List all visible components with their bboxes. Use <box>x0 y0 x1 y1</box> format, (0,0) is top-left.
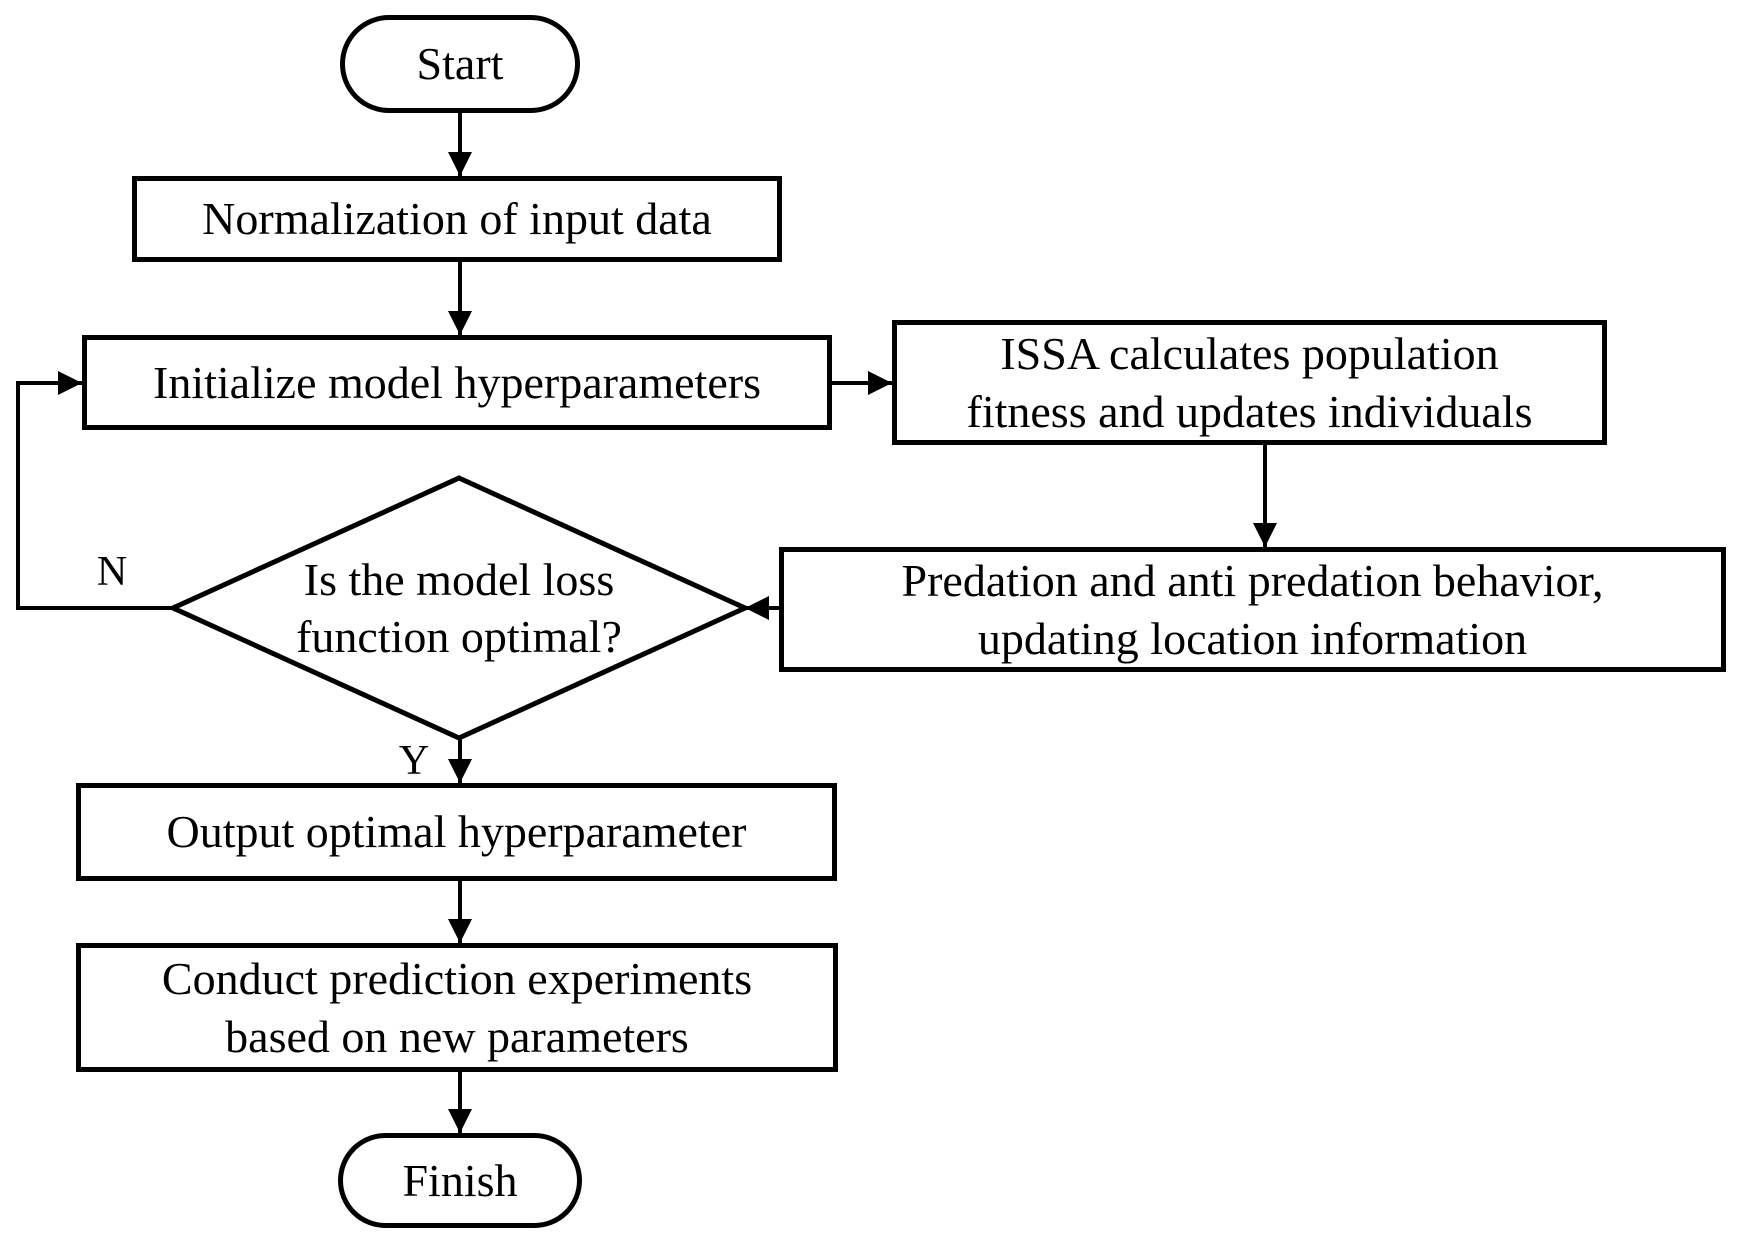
output-node-label: Output optimal hyperparameter <box>166 806 747 858</box>
issa-fitness-node: ISSA calculates population fitness and u… <box>892 320 1607 445</box>
decision-node: Is the model loss function optimal? <box>259 545 659 671</box>
issa-node-line2: fitness and updates individuals <box>966 385 1533 437</box>
conduct-node-line1: Conduct prediction experiments <box>161 953 753 1005</box>
start-node-label: Start <box>416 38 504 90</box>
start-node: Start <box>340 15 580 113</box>
initialize-node-label: Initialize model hyperparameters <box>153 356 761 408</box>
conduct-experiments-node: Conduct prediction experiments based on … <box>76 943 838 1072</box>
finish-node-label: Finish <box>402 1154 518 1206</box>
predation-node-line2: updating location information <box>977 612 1528 664</box>
predation-node-line1: Predation and anti predation behavior, <box>901 555 1604 607</box>
normalization-node: Normalization of input data <box>132 176 782 262</box>
decision-yes-edge-label: Y <box>398 738 430 784</box>
issa-node-line1: ISSA calculates population <box>1000 328 1499 380</box>
predation-behavior-node: Predation and anti predation behavior, u… <box>779 547 1726 672</box>
decision-diamond-shape <box>166 475 752 741</box>
decision-node-line1: Is the model loss <box>303 553 615 605</box>
finish-node: Finish <box>338 1133 582 1228</box>
arrow-decision-no-feedback-to-initialize <box>16 371 173 610</box>
normalization-node-label: Normalization of input data <box>202 193 712 245</box>
initialize-hyperparameters-node: Initialize model hyperparameters <box>82 335 832 430</box>
output-hyperparameter-node: Output optimal hyperparameter <box>76 783 837 881</box>
decision-node-line2: function optimal? <box>296 611 622 662</box>
conduct-node-line2: based on new parameters <box>225 1010 689 1062</box>
decision-no-edge-label: N <box>96 549 128 595</box>
